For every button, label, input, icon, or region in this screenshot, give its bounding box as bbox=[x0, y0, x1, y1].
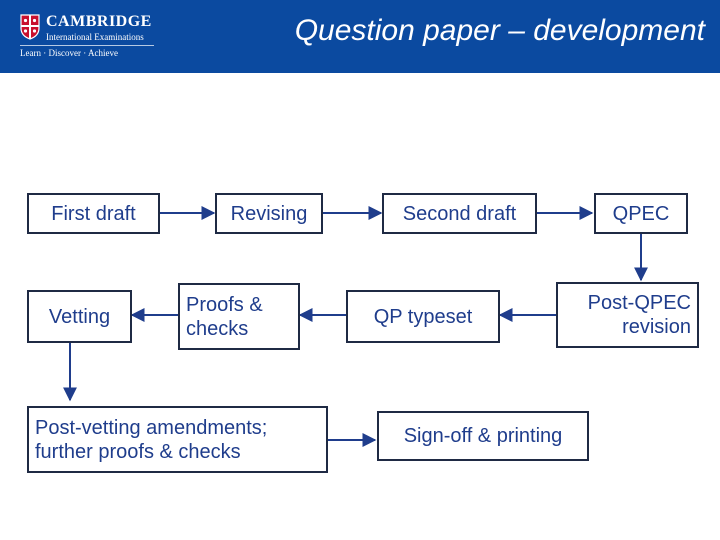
node-second-draft: Second draft bbox=[382, 193, 537, 234]
node-post-vetting-amendments: Post-vetting amendments; further proofs … bbox=[27, 406, 328, 473]
logo-subtitle: International Examinations bbox=[46, 32, 144, 42]
node-revising: Revising bbox=[215, 193, 323, 234]
node-post-qpec-revision: Post-QPEC revision bbox=[556, 282, 699, 348]
node-qpec: QPEC bbox=[594, 193, 688, 234]
logo-tagline: Learn · Discover · Achieve bbox=[20, 48, 118, 58]
node-qp-typeset: QP typeset bbox=[346, 290, 500, 343]
page-title: Question paper – development bbox=[294, 14, 705, 47]
node-vetting: Vetting bbox=[27, 290, 132, 343]
crest-shield-icon bbox=[20, 14, 40, 40]
logo-name: CAMBRIDGE bbox=[46, 13, 152, 30]
node-first-draft: First draft bbox=[27, 193, 160, 234]
node-signoff-printing: Sign-off & printing bbox=[377, 411, 589, 461]
logo-divider bbox=[20, 45, 154, 46]
cambridge-logo: CAMBRIDGE International Examinations Lea… bbox=[20, 12, 160, 62]
header-bar: CAMBRIDGE International Examinations Lea… bbox=[0, 0, 720, 73]
node-proofs-checks: Proofs & checks bbox=[178, 283, 300, 350]
